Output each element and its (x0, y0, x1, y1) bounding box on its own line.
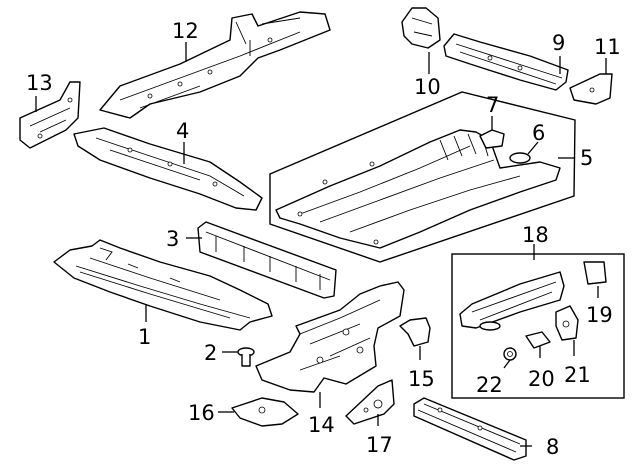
callout-16: 16 (188, 401, 215, 425)
callout-17: 17 (366, 433, 393, 457)
part-floor-pan-rear-box (269, 91, 576, 263)
callout-12: 12 (172, 19, 199, 43)
callout-14: 14 (308, 413, 335, 437)
part-bracket-upper-left (401, 7, 441, 49)
callout-15: 15 (408, 367, 435, 391)
part-crossmember-front (197, 221, 337, 299)
callout-22: 22 (476, 373, 503, 397)
part-sill-bar (413, 397, 527, 461)
part-bracket-small (479, 129, 505, 149)
part-frame-rail-rear (255, 281, 405, 393)
part-bolt (237, 347, 255, 367)
callout-labels: 1 2 3 4 5 6 7 8 9 10 11 12 13 14 15 16 1… (26, 19, 621, 459)
part-gusset (345, 379, 395, 425)
part-bracket-lower (231, 397, 299, 427)
leader-lines (35, 42, 607, 447)
callout-6: 6 (532, 121, 545, 145)
callout-1: 1 (138, 325, 151, 349)
callout-19: 19 (586, 303, 613, 327)
part-bracket-upper-right (569, 73, 613, 105)
callout-20: 20 (528, 367, 555, 391)
part-plug (509, 152, 531, 164)
callout-9: 9 (552, 31, 565, 55)
callout-7: 7 (486, 93, 499, 117)
part-rail-rear (99, 11, 331, 119)
callout-13: 13 (26, 71, 53, 95)
callout-4: 4 (176, 119, 189, 143)
part-bracket-mid (399, 317, 431, 347)
callout-2: 2 (204, 341, 217, 365)
callout-8: 8 (546, 435, 559, 459)
part-floor-pan-front (53, 239, 273, 331)
callout-10: 10 (414, 75, 441, 99)
callout-11: 11 (594, 35, 621, 59)
part-18-group-box (451, 253, 625, 399)
part-rocker-bracket (19, 81, 81, 149)
callout-21: 21 (564, 363, 591, 387)
part-crossmember-rear (443, 33, 569, 91)
callout-18: 18 (522, 223, 549, 247)
part-rail-side (73, 127, 263, 211)
callout-5: 5 (580, 146, 593, 170)
callout-3: 3 (166, 227, 179, 251)
